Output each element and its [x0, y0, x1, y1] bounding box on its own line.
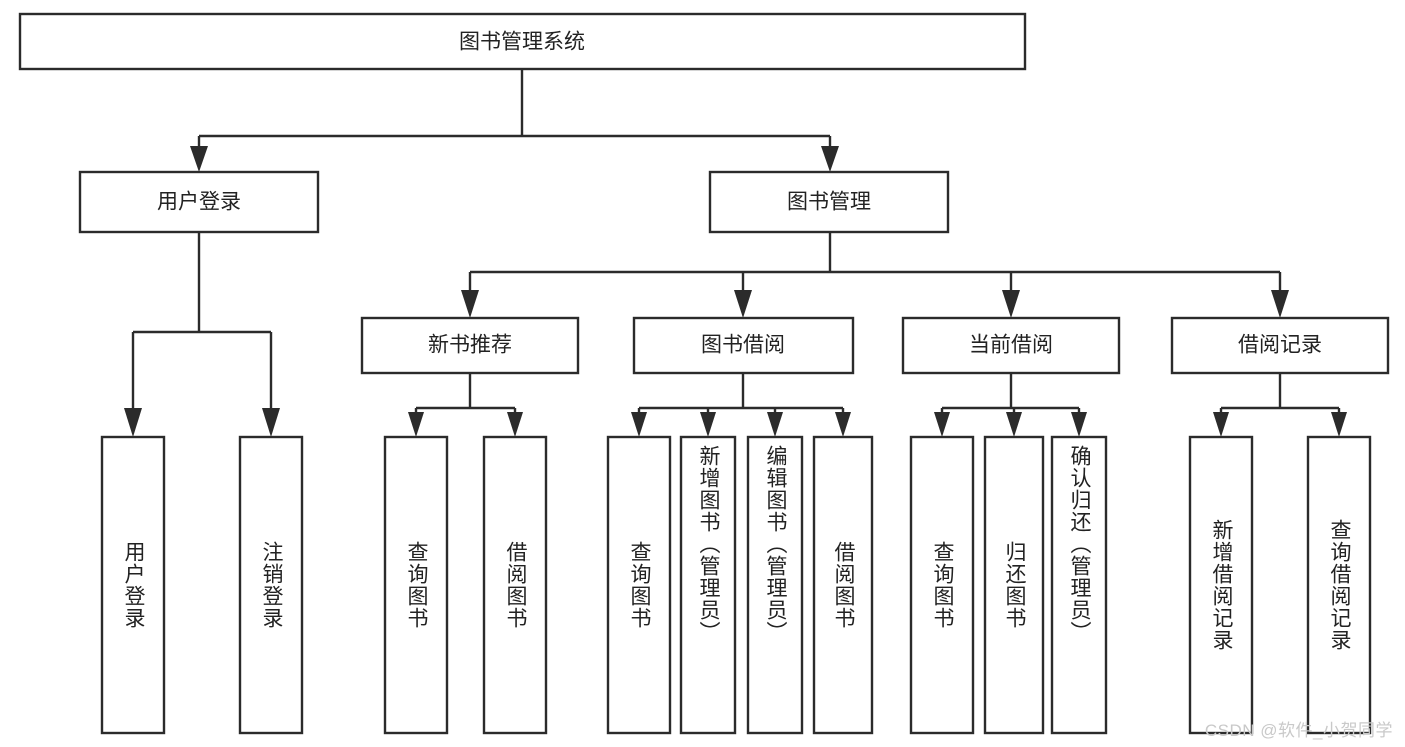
node-leaf-return-book-box[interactable] — [983, 435, 1045, 735]
node-book-borrow-box[interactable] — [632, 316, 855, 375]
node-borrow-record-label: 借阅记录 — [1238, 334, 1322, 357]
arrow-to-current-borrow — [1002, 290, 1020, 318]
node-user-login-box[interactable] — [78, 170, 320, 234]
node-leaf-add-record-box[interactable] — [1188, 435, 1254, 735]
node-current-borrow-box[interactable] — [901, 316, 1121, 375]
arrow-to-leaf-query-book-1 — [408, 412, 424, 437]
node-book-borrow-label: 图书借阅 — [701, 334, 785, 357]
arrow-to-leaf-confirm-return — [1071, 412, 1087, 437]
arrow-to-leaf-borrow-book-2 — [835, 412, 851, 437]
arrow-to-leaf-query-record — [1331, 412, 1347, 437]
node-borrow-record-box[interactable] — [1170, 316, 1390, 375]
node-leaf-query-book-2-box[interactable] — [606, 435, 672, 735]
arrow-root-to-book-management — [821, 146, 839, 172]
node-new-book-recommend-label: 新书推荐 — [428, 334, 512, 357]
node-leaf-query-book-3-box[interactable] — [909, 435, 975, 735]
node-new-book-recommend-box[interactable] — [360, 316, 580, 375]
node-leaf-confirm-return-box[interactable] — [1050, 435, 1108, 735]
csdn-watermark: CSDN @软件_小贺同学 — [1204, 721, 1393, 740]
arrow-to-leaf-logout-login — [262, 408, 280, 437]
node-user-login-label: 用户登录 — [157, 191, 241, 214]
arrow-root-to-user-login — [190, 146, 208, 172]
arrow-to-leaf-edit-book — [767, 412, 783, 437]
node-book-management-box[interactable] — [708, 170, 950, 234]
arrow-to-leaf-query-book-2 — [631, 412, 647, 437]
arrow-to-leaf-user-login — [124, 408, 142, 437]
arrow-to-leaf-return-book — [1006, 412, 1022, 437]
arrow-to-leaf-add-book — [700, 412, 716, 437]
node-leaf-logout-login-box[interactable] — [238, 435, 304, 735]
node-leaf-add-book-box[interactable] — [679, 435, 737, 735]
edge-group — [124, 69, 1347, 437]
node-leaf-query-record-box[interactable] — [1306, 435, 1372, 735]
arrow-to-borrow-record — [1271, 290, 1289, 318]
node-leaf-query-book-1-box[interactable] — [383, 435, 449, 735]
node-leaf-user-login-box[interactable] — [100, 435, 166, 735]
arrow-to-leaf-query-book-3 — [934, 412, 950, 437]
arrow-to-new-book-recommend — [461, 290, 479, 318]
node-group: 图书管理系统 用户登录 图书管理 新书推荐 图书借阅 当前借阅 借阅记录 — [18, 12, 1390, 735]
node-current-borrow-label: 当前借阅 — [969, 334, 1053, 357]
node-leaf-edit-book-box[interactable] — [746, 435, 804, 735]
node-leaf-borrow-book-1-box[interactable] — [482, 435, 548, 735]
node-root-box[interactable] — [18, 12, 1027, 71]
arrow-to-leaf-add-record — [1213, 412, 1229, 437]
arrow-to-leaf-borrow-book-1 — [507, 412, 523, 437]
node-book-management-label: 图书管理 — [787, 191, 871, 214]
node-root-label: 图书管理系统 — [459, 31, 585, 54]
arrow-to-book-borrow — [734, 290, 752, 318]
node-leaf-borrow-book-2-box[interactable] — [812, 435, 874, 735]
